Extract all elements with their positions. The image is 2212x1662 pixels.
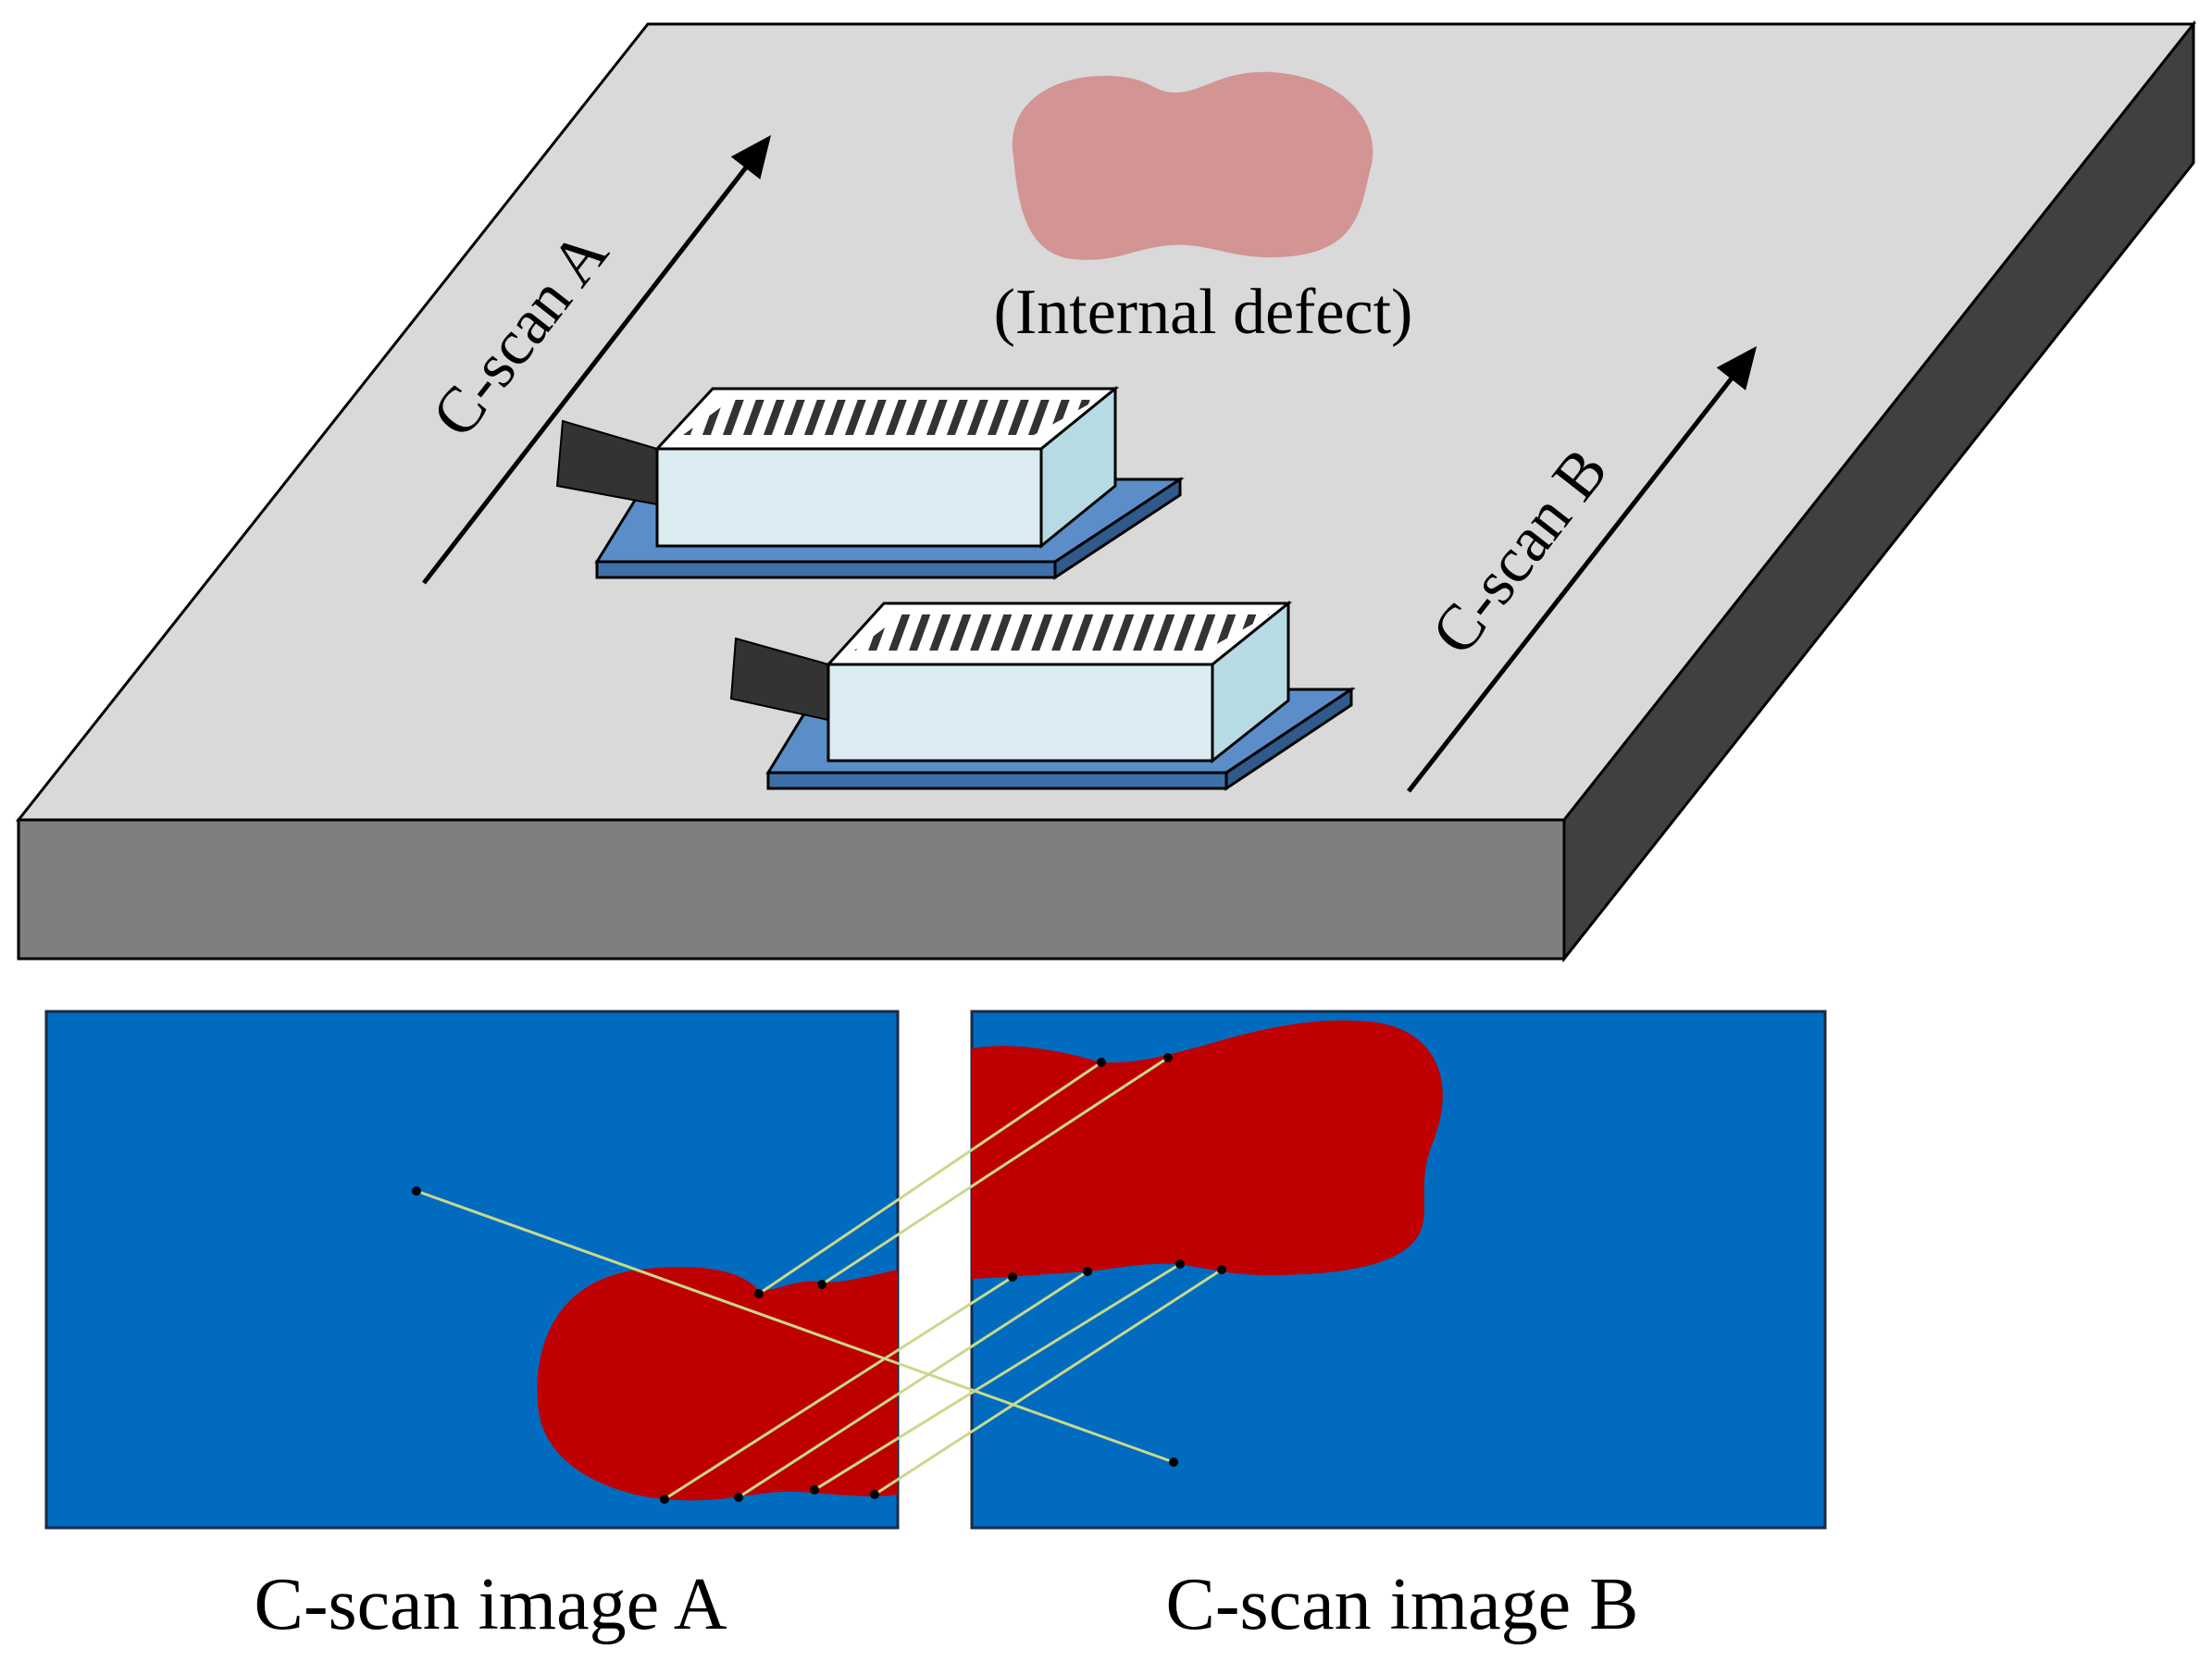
plate-front-face xyxy=(17,818,1566,961)
feature-point xyxy=(1169,1457,1178,1467)
c-scan-image-b-defect xyxy=(972,1020,1443,1279)
feature-point xyxy=(1083,1267,1092,1276)
feature-point xyxy=(810,1485,819,1495)
feature-point xyxy=(660,1495,669,1504)
match-line xyxy=(814,1262,1181,1492)
feature-point xyxy=(1163,1053,1173,1062)
c-scan-image-b-caption: C-scan image B xyxy=(1166,1564,1639,1645)
c-scan-image-a xyxy=(44,1010,900,1530)
feature-match-lines xyxy=(416,1056,1223,1501)
probe-b-base-front xyxy=(766,771,1228,790)
scan-a-arrow xyxy=(422,135,772,585)
probe-a-body-front xyxy=(655,447,1043,548)
match-line xyxy=(758,1060,1102,1296)
feature-point xyxy=(1175,1259,1185,1269)
probe-a-body-side xyxy=(1039,385,1117,550)
probe-b-body-front xyxy=(826,663,1214,763)
scan-b-arrow xyxy=(1407,346,1758,793)
feature-point xyxy=(412,1186,421,1196)
match-line xyxy=(664,1275,1013,1501)
probe-b-base-side xyxy=(1224,687,1353,791)
feature-point xyxy=(1008,1272,1017,1282)
c-scan-image-a-caption: C-scan image A xyxy=(255,1564,727,1645)
feature-point xyxy=(754,1289,764,1298)
match-line xyxy=(738,1270,1088,1499)
match-line xyxy=(416,1189,1174,1464)
feature-point xyxy=(1217,1265,1226,1274)
probe-b-body-side xyxy=(1211,600,1290,764)
match-line xyxy=(821,1056,1169,1286)
probe-b xyxy=(729,600,1356,791)
feature-point xyxy=(734,1493,743,1502)
feature-point xyxy=(817,1280,826,1289)
probe-a-vents xyxy=(683,400,1097,435)
probe-a-base-side xyxy=(1053,477,1182,580)
feature-points xyxy=(412,1053,1226,1504)
probe-b-vents xyxy=(854,614,1270,651)
plate-side-face xyxy=(1562,19,2195,963)
probe-a-base-front xyxy=(595,560,1057,579)
feature-point xyxy=(870,1490,879,1499)
probe-a xyxy=(555,385,1186,580)
c-scan-image-a-defect xyxy=(537,1267,898,1501)
feature-point xyxy=(1097,1058,1106,1067)
match-line xyxy=(874,1268,1223,1496)
internal-defect-label: (Internal defect) xyxy=(994,277,1413,348)
c-scan-image-b xyxy=(970,1010,1827,1530)
internal-defect-shape xyxy=(1012,71,1373,260)
